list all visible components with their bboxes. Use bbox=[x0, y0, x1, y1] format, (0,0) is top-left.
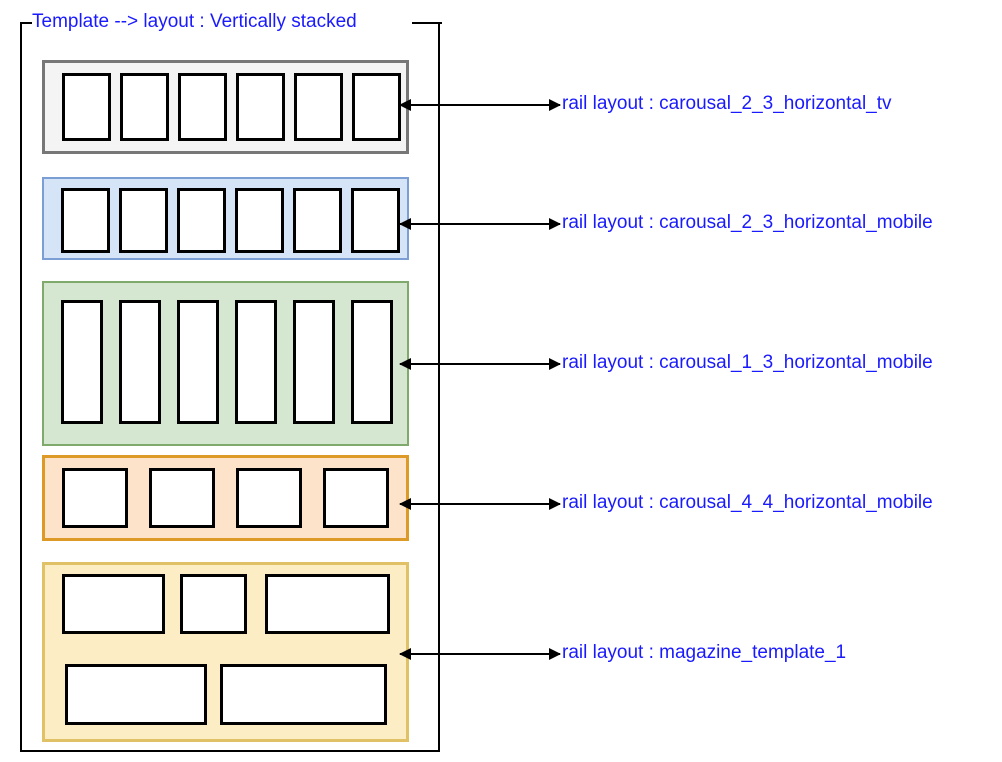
rail-label-carousal-4-4-horizontal-mobile: rail layout : carousal_4_4_horizontal_mo… bbox=[562, 492, 933, 513]
rail-card[interactable] bbox=[236, 73, 285, 141]
rail-card[interactable] bbox=[220, 664, 387, 725]
rail-card[interactable] bbox=[177, 300, 219, 424]
rail-card[interactable] bbox=[149, 468, 215, 528]
arrow-line bbox=[400, 104, 560, 106]
rail-card[interactable] bbox=[178, 73, 227, 141]
rail-card[interactable] bbox=[62, 574, 165, 634]
arrow-line bbox=[400, 223, 560, 225]
rail-card[interactable] bbox=[293, 300, 335, 424]
rail-card[interactable] bbox=[235, 300, 277, 424]
arrow-head-right-icon bbox=[549, 648, 561, 660]
rail-card[interactable] bbox=[323, 468, 389, 528]
rail-label-carousal-1-3-horizontal-mobile: rail layout : carousal_1_3_horizontal_mo… bbox=[562, 352, 933, 373]
rail-carousal-2-3-horizontal-mobile[interactable] bbox=[42, 177, 409, 260]
arrow-head-right-icon bbox=[549, 99, 561, 111]
template-title-label: Template --> layout : Vertically stacked bbox=[32, 11, 357, 32]
arrow-line bbox=[400, 363, 560, 365]
rail-label-carousal-2-3-horizontal-tv: rail layout : carousal_2_3_horizontal_tv bbox=[562, 93, 892, 114]
arrow-line bbox=[400, 653, 560, 655]
template-border-top-left bbox=[20, 22, 32, 24]
rail-card[interactable] bbox=[236, 468, 302, 528]
arrow-head-right-icon bbox=[549, 358, 561, 370]
rail-card[interactable] bbox=[120, 73, 169, 141]
rail-card[interactable] bbox=[62, 73, 111, 141]
template-border-top-right bbox=[412, 22, 442, 24]
rail-carousal-2-3-horizontal-tv[interactable] bbox=[42, 60, 409, 154]
arrow-head-left-icon bbox=[399, 358, 411, 370]
rail-card[interactable] bbox=[61, 300, 103, 424]
arrow-head-left-icon bbox=[399, 99, 411, 111]
rail-card[interactable] bbox=[119, 188, 168, 253]
rail-label-carousal-2-3-horizontal-mobile: rail layout : carousal_2_3_horizontal_mo… bbox=[562, 212, 933, 233]
arrow-head-left-icon bbox=[399, 498, 411, 510]
rail-card[interactable] bbox=[294, 73, 343, 141]
rail-card[interactable] bbox=[62, 468, 128, 528]
rail-carousal-1-3-horizontal-mobile[interactable] bbox=[42, 281, 409, 446]
connector-arrow-rail-2 bbox=[399, 218, 561, 230]
connector-arrow-rail-4 bbox=[399, 498, 561, 510]
rail-card[interactable] bbox=[351, 300, 393, 424]
connector-arrow-rail-3 bbox=[399, 358, 561, 370]
rail-magazine-template-1[interactable] bbox=[42, 562, 409, 742]
rail-card[interactable] bbox=[235, 188, 284, 253]
connector-arrow-rail-5 bbox=[399, 648, 561, 660]
rail-card[interactable] bbox=[180, 574, 247, 634]
rail-card[interactable] bbox=[265, 574, 390, 634]
rail-card[interactable] bbox=[177, 188, 226, 253]
rail-card[interactable] bbox=[352, 73, 401, 141]
rail-carousal-4-4-horizontal-mobile[interactable] bbox=[42, 455, 409, 541]
connector-arrow-rail-1 bbox=[399, 99, 561, 111]
arrow-head-left-icon bbox=[399, 218, 411, 230]
arrow-head-right-icon bbox=[549, 218, 561, 230]
rail-card[interactable] bbox=[65, 664, 207, 725]
arrow-head-left-icon bbox=[399, 648, 411, 660]
arrow-head-right-icon bbox=[549, 498, 561, 510]
rail-card[interactable] bbox=[61, 188, 110, 253]
rail-label-magazine-template-1: rail layout : magazine_template_1 bbox=[562, 642, 847, 663]
rail-card[interactable] bbox=[119, 300, 161, 424]
rail-card[interactable] bbox=[351, 188, 400, 253]
template-container bbox=[20, 22, 440, 752]
rail-card[interactable] bbox=[293, 188, 342, 253]
arrow-line bbox=[400, 503, 560, 505]
